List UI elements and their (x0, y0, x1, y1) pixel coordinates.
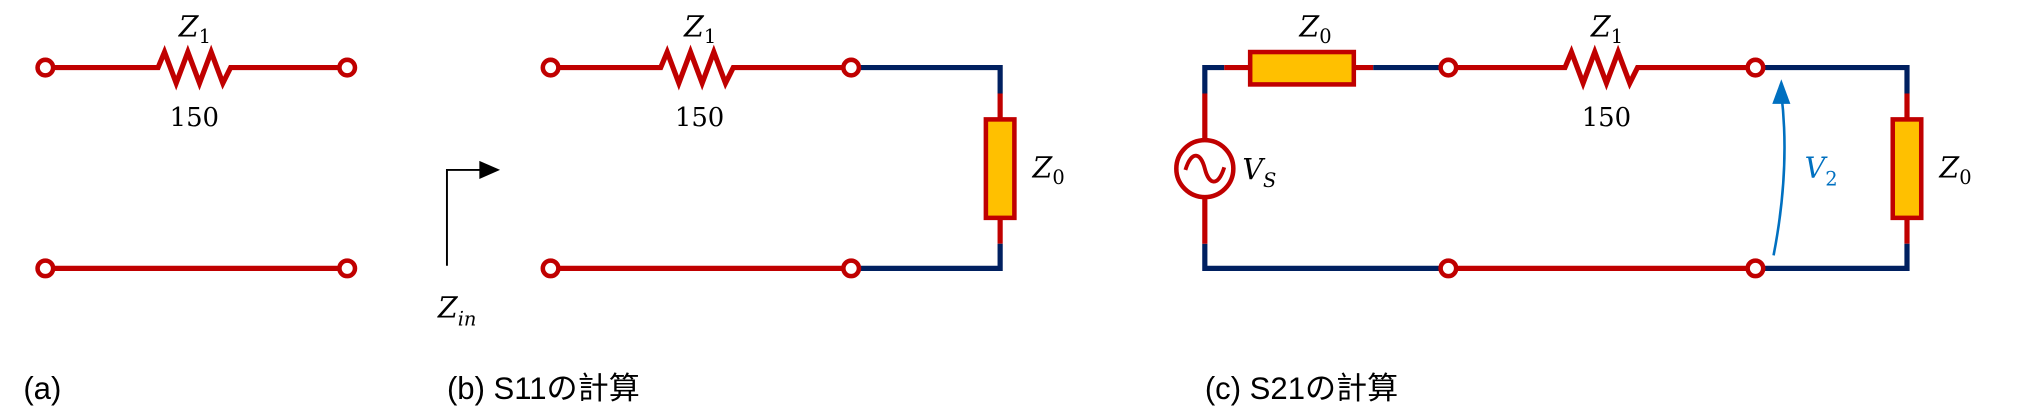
load-impedance (1890, 117, 1924, 221)
v2-arrowhead (1772, 79, 1791, 104)
resistor-value: 150 (1582, 103, 1631, 133)
terminal (1745, 57, 1766, 78)
terminal (1438, 57, 1459, 78)
terminal (841, 258, 862, 279)
zin-arrow (445, 164, 493, 266)
top-return-wire (1755, 64, 1910, 94)
top-return-wire (851, 64, 1003, 94)
resistor-value: 150 (170, 103, 219, 133)
source-impedance (1247, 49, 1357, 87)
panel-a: Z1 150 (a) (23, 10, 358, 406)
zin-arrowhead (479, 160, 501, 179)
resistor-value: 150 (675, 103, 724, 133)
source-label: VS (1242, 153, 1276, 192)
terminal (1438, 258, 1459, 279)
bottom-return-wire (851, 243, 1003, 271)
v2-label: V2 (1805, 152, 1838, 191)
terminal (337, 57, 358, 78)
terminal (337, 258, 358, 279)
left-wire-top (1202, 64, 1225, 94)
sine-wave-icon (1183, 153, 1227, 184)
terminal (540, 258, 561, 279)
resistor-label: Z1 (1590, 10, 1623, 47)
terminal (1745, 258, 1766, 279)
resistor-label: Z1 (178, 10, 211, 47)
top-wire (550, 44, 852, 91)
caption-c: (c) S21の計算 (1205, 371, 1398, 406)
terminal (540, 57, 561, 78)
terminal (35, 57, 56, 78)
panel-b: Z1 150 Z0 Zin (b) S11の計算 (437, 10, 1065, 406)
top-wire (1448, 44, 1756, 91)
bottom-return-wire (1755, 243, 1910, 271)
load-label: Z0 (1938, 152, 1971, 189)
load-impedance (983, 117, 1017, 221)
v2-arrow (1772, 93, 1786, 256)
panel-c: Z0 Z1 150 VS V2 Z0 (c) S21の計算 (1174, 10, 1972, 406)
caption-a: (a) (23, 371, 61, 406)
resistor-label: Z1 (683, 10, 716, 47)
terminal (35, 258, 56, 279)
bottom-left-wire (1202, 243, 1449, 271)
load-label: Z0 (1032, 152, 1065, 189)
zin-label: Zin (437, 292, 477, 331)
top-wire (45, 44, 348, 91)
terminal (841, 57, 862, 78)
caption-b: (b) S11の計算 (447, 371, 640, 406)
source-impedance-label: Z0 (1298, 10, 1331, 47)
